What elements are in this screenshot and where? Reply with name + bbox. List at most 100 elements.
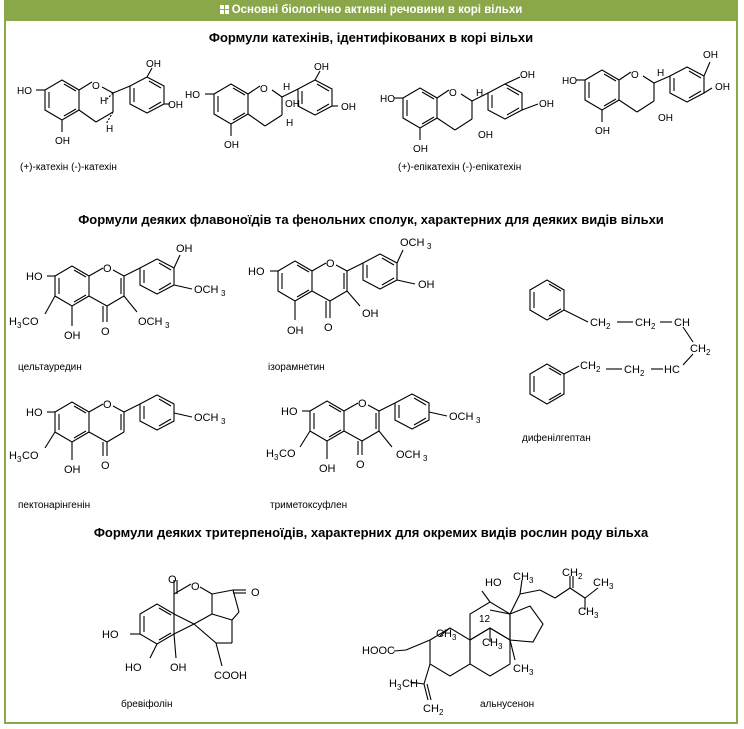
atom-label: H	[476, 88, 483, 99]
banner: Основні біологічно активні речовини в ко…	[4, 0, 738, 21]
heading-catechins: Формули катехінів, ідентифікованих в кор…	[209, 30, 533, 45]
atom-label: OH	[64, 464, 81, 476]
atom-label: HO	[102, 629, 119, 641]
atom-label: HO	[248, 266, 265, 278]
atom-label: OCH	[194, 284, 219, 296]
atom-label: OCH	[138, 316, 163, 328]
caption-alnusenone: альнусенон	[480, 699, 534, 710]
atom-label: CH	[590, 317, 606, 329]
subscript: 2	[596, 365, 601, 374]
atom-label: HO	[185, 90, 200, 101]
atom-label: OH	[658, 113, 673, 124]
alnusenone-structure	[393, 576, 599, 701]
atom-label: 12	[479, 614, 491, 625]
atom-label: OH	[319, 463, 336, 475]
atom-label: OH	[146, 59, 161, 70]
atom-label: OH	[176, 243, 193, 255]
atom-label: O	[449, 88, 457, 99]
atom-label: OH	[314, 62, 329, 73]
atom-label: CH	[436, 628, 452, 640]
trimethoxyflavone-structure	[299, 393, 448, 459]
atom-label: OCH	[396, 449, 421, 461]
atom-label: CO	[279, 448, 296, 460]
atom-label: OH	[224, 140, 239, 151]
subscript: 3	[498, 642, 503, 651]
atom-label: HO	[485, 577, 502, 589]
atom-label: OH	[64, 330, 81, 342]
atom-label: CH	[690, 343, 706, 355]
caption-zeltauredin: цельтауредин	[18, 362, 82, 373]
subscript: 3	[609, 582, 614, 591]
subscript: 2	[606, 322, 611, 331]
subscript: 3	[476, 416, 481, 425]
atom-label: H	[657, 68, 664, 79]
atom-label: O	[168, 574, 177, 586]
subscript: 3	[17, 321, 22, 330]
atom-label: OH	[55, 136, 70, 147]
atom-label: O	[92, 81, 100, 92]
subscript: 2	[578, 572, 583, 581]
atom-label: CH	[513, 571, 529, 583]
atom-label: O	[191, 581, 200, 593]
atom-label: O	[103, 263, 112, 275]
atom-label: OH	[703, 50, 718, 61]
atom-label: CH	[674, 317, 690, 329]
atom-label: HO	[380, 94, 395, 105]
heading-flavonoids: Формули деяких флавоноїдів та фенольних …	[78, 212, 664, 227]
atom-label: OH	[715, 82, 730, 93]
atom-label: O	[251, 587, 260, 599]
caption-isorhamnetin: ізорамнетин	[268, 362, 325, 373]
atom-label: HO	[26, 271, 43, 283]
subscript: 3	[594, 611, 599, 620]
atom-label: H	[266, 448, 274, 460]
atom-label: O	[324, 322, 333, 334]
atom-label: HO	[562, 76, 577, 87]
atom-label: H	[100, 96, 107, 107]
atom-label: OH	[287, 325, 304, 337]
atom-label: H	[283, 82, 290, 93]
subscript: 3	[221, 417, 226, 426]
caption-trimethoxyflavone: триметоксуфлен	[270, 499, 347, 511]
atom-label: H	[106, 124, 113, 135]
caption-epicatechin: (+)-епікатехін (-)-епікатехін	[398, 162, 521, 173]
atom-label: O	[631, 70, 639, 81]
atom-label: OH	[362, 308, 379, 320]
atom-label: CH	[578, 606, 594, 618]
atom-label: CH	[580, 360, 596, 372]
atom-label: OH	[520, 70, 535, 81]
diphenylheptane-structure	[529, 279, 694, 405]
subscript: 2	[651, 322, 656, 331]
atom-label: HOOC	[362, 645, 395, 657]
atom-label: CH	[635, 317, 651, 329]
atom-label: HO	[125, 662, 142, 674]
subscript: 3	[423, 454, 428, 463]
subscript: 3	[274, 453, 279, 462]
atom-label: OH	[170, 662, 187, 674]
pectonaringenin-structure	[44, 394, 193, 460]
subscript: 3	[165, 321, 170, 330]
atom-label: CH	[593, 577, 609, 589]
atom-label: HO	[26, 407, 43, 419]
epicatechin-structure-1	[394, 76, 539, 140]
atom-label: HO	[17, 86, 32, 97]
atom-label: O	[101, 460, 110, 472]
atom-label: CO	[22, 316, 39, 328]
atom-label: CH	[562, 567, 578, 579]
caption-brevifolin: бревіфолін	[121, 698, 173, 710]
atom-label: HO	[281, 406, 298, 418]
subscript: 2	[640, 369, 645, 378]
brevifolin-structure	[130, 580, 246, 667]
caption-catechin: (+)-катехін (-)-катехін	[20, 162, 117, 173]
catechin-structure-1	[36, 67, 170, 132]
atom-label: OH	[595, 126, 610, 137]
atom-label: O	[356, 459, 365, 471]
atom-label: O	[358, 398, 367, 410]
isorhamnetin-structure	[270, 249, 416, 320]
atom-label: OCH	[449, 411, 474, 423]
atom-label: CO	[22, 450, 39, 462]
atom-label: O	[326, 258, 335, 270]
atom-label: COOH	[214, 670, 247, 682]
atom-label: OH	[418, 279, 435, 291]
atom-label: O	[103, 399, 112, 411]
